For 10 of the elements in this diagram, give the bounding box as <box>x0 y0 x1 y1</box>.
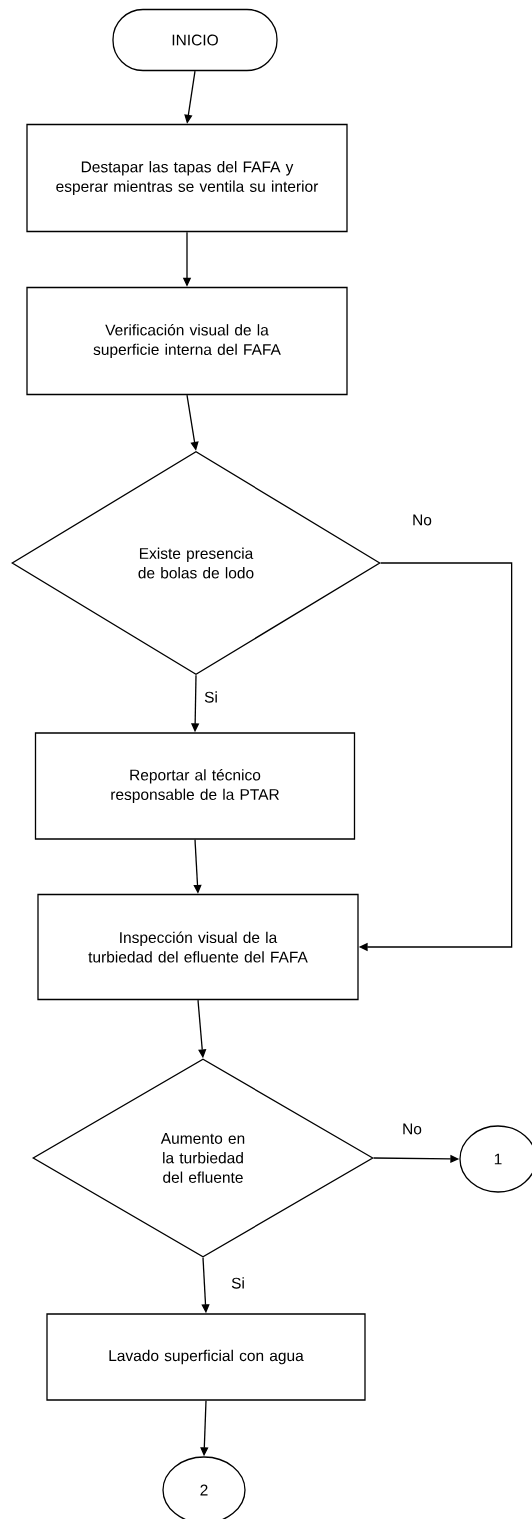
start-terminal: INICIO <box>112 8 278 72</box>
edge-label: Si <box>230 1276 246 1290</box>
process-box: Inspección visual de la turbiedad del efluente del FAFA <box>37 893 359 1001</box>
edge-label: No <box>401 1122 423 1136</box>
process-box: Reportar al técnico responsable de la PTAR <box>34 732 356 840</box>
process-box: Lavado superficial con agua <box>46 1313 366 1401</box>
process-box: Destapar las tapas del FAFA y esperar mientras se ventila su interior <box>26 123 348 233</box>
process-box: Verificación visual de la superficie interna del FAFA <box>26 286 348 396</box>
edge-label: No <box>411 513 433 527</box>
edge-label: Si <box>203 690 219 704</box>
